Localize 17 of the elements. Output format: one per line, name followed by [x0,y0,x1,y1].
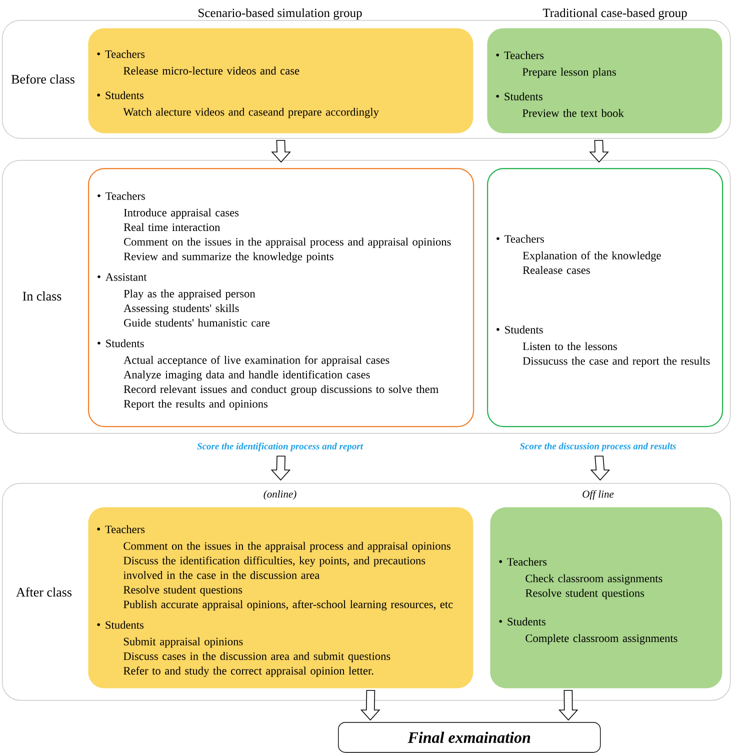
block-arrow [558,690,578,721]
block-arrow [589,140,609,163]
edge-label: Score the identification process and report [196,442,364,452]
block-arrow [270,456,291,481]
activity-box: Teachers Introduce appraisal cases Real time interaction Comment on the issues in the appraisal process and appraisal opinions Review and summarize the knowledge points Assistant Play as the appraised person Assessing students' skills Guide students' humanistic care Students Actual acceptance of live examination for appraisal cases Analyze imaging data and handle identification cases Record relevant issues and conduct group discussions to solve them Report the results and opinions [88,168,474,428]
block-arrow [360,690,380,721]
activity-box: Teachers Comment on the issues in the appraisal process and appraisal opinions Discuss the identification difficulties, key points, and precautions involved in the case in the discussion area Resolve student questions Publish accurate appraisal opinions, after-school learning resources, etc Students Submit appraisal opinions Discuss cases in the discussion area and submit questions Refer to and study the correct appraisal opinion letter. [88,507,474,688]
activity-box: Teachers Explanation of the knowledge Realease cases Students Listen to the lessons Dissucuss the case and report the results [487,168,724,428]
mode-label: Off line [582,490,614,500]
mode-label: (online) [264,490,296,500]
activity-box: Teachers Prepare lesson plans Students Preview the text book [487,28,722,134]
exam-box: Final exmaination [338,722,601,753]
activity-box: Teachers Release micro-lecture videos and case Students Watch alecture videos and caseand prepare accordingly [88,28,474,134]
block-arrow [590,456,610,481]
block-arrow [271,140,291,163]
activity-box: Teachers Check classroom assignments Resolve student questions Students Complete classroom assignments [490,507,722,688]
edge-label: Score the discussion process and results [518,442,678,452]
